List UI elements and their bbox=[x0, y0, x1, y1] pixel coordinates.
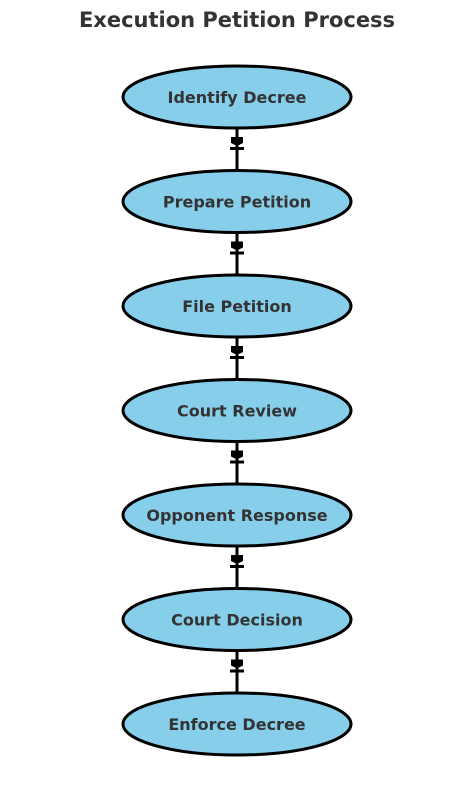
arrow-head bbox=[231, 450, 243, 460]
edge-prepare-petition-to-file-petition bbox=[230, 232, 244, 275]
arrow-head bbox=[231, 659, 243, 669]
node-label: Enforce Decree bbox=[168, 715, 305, 734]
arrow-base-mark bbox=[230, 147, 244, 150]
arrow-base-mark bbox=[230, 356, 244, 359]
node-ellipse bbox=[121, 482, 353, 548]
node-court-decision: Court Decision bbox=[121, 587, 353, 652]
node-ellipse bbox=[121, 273, 353, 339]
node-label: Prepare Petition bbox=[163, 193, 311, 212]
node-court-review: Court Review bbox=[121, 378, 353, 443]
node-file-petition: File Petition bbox=[121, 273, 353, 339]
node-ellipse bbox=[121, 64, 353, 130]
node-label: Court Decision bbox=[171, 611, 303, 630]
arrow-head bbox=[231, 241, 243, 251]
node-ellipse bbox=[121, 169, 353, 234]
node-label: File Petition bbox=[182, 297, 292, 316]
node-label: Opponent Response bbox=[146, 506, 327, 525]
node-ellipse bbox=[121, 587, 353, 652]
node-label: Court Review bbox=[177, 402, 297, 421]
edge-identify-decree-to-prepare-petition bbox=[230, 128, 244, 171]
node-enforce-decree: Enforce Decree bbox=[121, 691, 353, 757]
arrow-base-mark bbox=[230, 565, 244, 568]
arrow-head bbox=[231, 137, 243, 146]
node-label: Identify Decree bbox=[168, 88, 307, 107]
edge-opponent-response-to-court-decision bbox=[230, 546, 244, 589]
edge-court-decision-to-enforce-decree bbox=[230, 650, 244, 693]
arrow-head bbox=[231, 346, 243, 355]
edge-court-review-to-opponent-response bbox=[230, 441, 244, 484]
arrow-base-mark bbox=[230, 460, 244, 464]
node-prepare-petition: Prepare Petition bbox=[121, 169, 353, 234]
arrow-head bbox=[231, 555, 243, 564]
edges-layer bbox=[230, 128, 244, 693]
node-ellipse bbox=[121, 691, 353, 757]
arrow-base-mark bbox=[230, 669, 244, 673]
node-opponent-response: Opponent Response bbox=[121, 482, 353, 548]
diagram-title: Execution Petition Process bbox=[79, 8, 395, 32]
node-identify-decree: Identify Decree bbox=[121, 64, 353, 130]
node-ellipse bbox=[121, 378, 353, 443]
edge-file-petition-to-court-review bbox=[230, 337, 244, 380]
arrow-base-mark bbox=[230, 251, 244, 255]
